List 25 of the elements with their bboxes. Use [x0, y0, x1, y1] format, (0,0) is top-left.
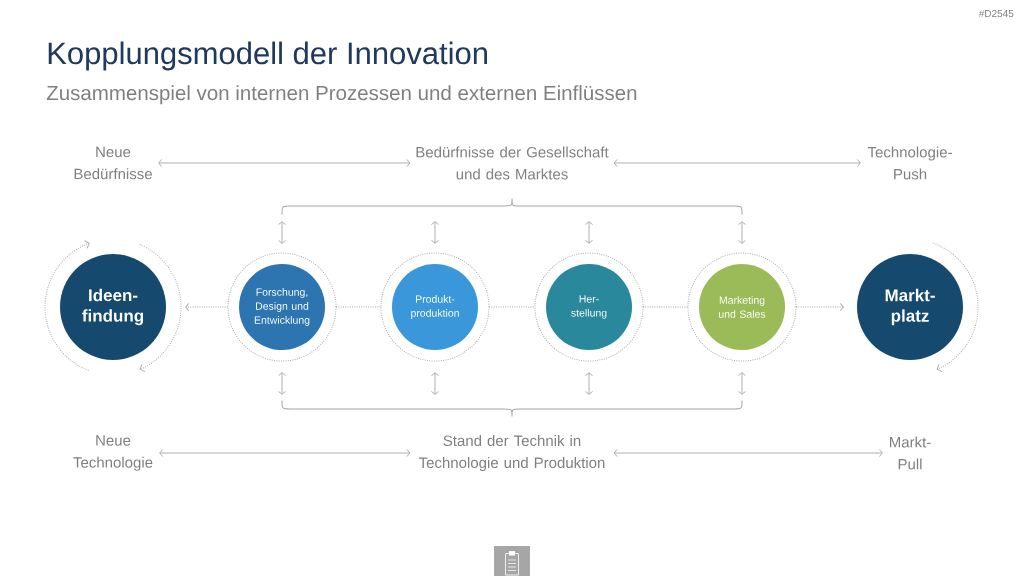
double-arrow: [585, 372, 593, 395]
title: Kopplungsmodell der Innovation: [48, 41, 487, 71]
double-arrow: [158, 159, 411, 167]
dotted-arrow: [185, 303, 229, 311]
dotted-arrow: [795, 303, 844, 311]
double-arrow: [278, 372, 286, 395]
double-arrow: [738, 221, 746, 244]
factor-label: Neue Bedürfnisse: [74, 146, 152, 180]
subtitle: Zusammenspiel von internen Prozessen und externen Einflüssen: [46, 85, 637, 105]
factor-label: Markt- Pull: [890, 436, 931, 470]
double-arrow: [278, 221, 286, 244]
factor-label: Bedürfnisse der Gesellschaft und des Marktes: [416, 146, 609, 180]
double-arrow: [738, 372, 746, 395]
double-arrow: [159, 449, 411, 457]
curly-brace: [281, 198, 743, 215]
double-arrow: [431, 372, 439, 395]
factor-label: Technologie- Push: [867, 146, 952, 180]
double-arrow: [613, 449, 883, 457]
double-arrow: [431, 221, 439, 244]
double-arrow: [585, 221, 593, 244]
double-arrow: [613, 159, 861, 167]
slide-id: #D2545: [978, 10, 1014, 18]
curly-brace: [281, 400, 743, 417]
factor-label: Neue Technologie: [73, 435, 153, 471]
factor-label: Stand der Technik in Technologie und Produktion: [418, 435, 605, 471]
